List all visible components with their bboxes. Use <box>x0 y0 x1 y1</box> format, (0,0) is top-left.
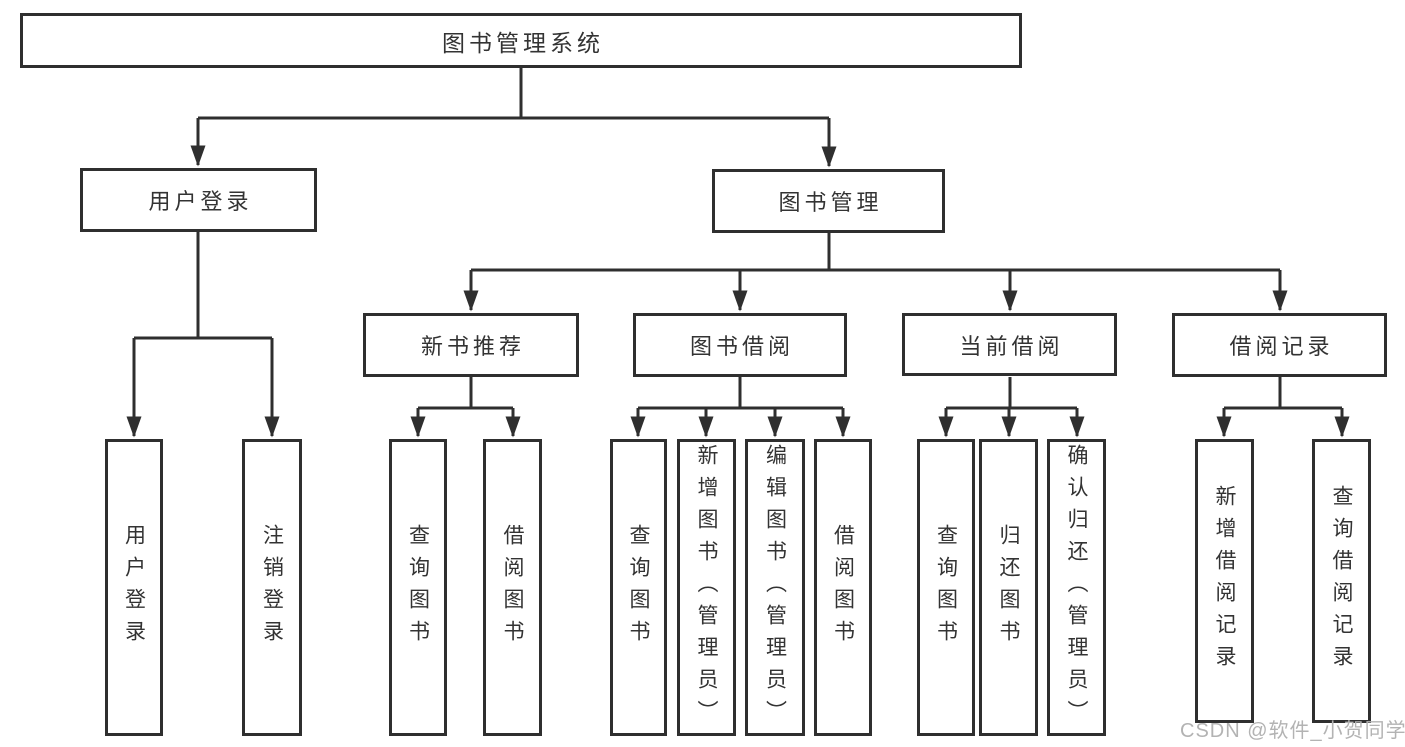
node-library-management-system: 图书管理系统 <box>20 13 1022 68</box>
leaf-edit-books-admin: 编辑图书（管理员） <box>745 439 805 736</box>
leaf-label: 查询借阅记录 <box>1330 485 1353 677</box>
leaf-query-books: 查询图书 <box>610 439 667 736</box>
leaf-return-books: 归还图书 <box>979 439 1038 736</box>
leaf-user-login: 用户登录 <box>105 439 163 736</box>
leaf-label: 查询图书 <box>934 523 958 652</box>
leaf-query-books-recommend: 查询图书 <box>389 439 447 736</box>
leaf-confirm-return-admin: 确认归还（管理员） <box>1047 439 1106 736</box>
leaf-add-books-admin: 新增图书（管理员） <box>677 439 736 736</box>
node-label: 借阅记录 <box>1229 334 1334 359</box>
leaf-label: 新增借阅记录 <box>1213 485 1236 677</box>
node-label: 当前借阅 <box>959 333 1064 359</box>
leaf-add-borrow-record: 新增借阅记录 <box>1195 439 1254 723</box>
node-borrow-records: 借阅记录 <box>1172 313 1387 377</box>
node-label: 图书借阅 <box>689 334 794 359</box>
node-label: 新书推荐 <box>420 334 525 359</box>
leaf-query-books-current: 查询图书 <box>917 439 975 736</box>
leaf-borrow-books: 借阅图书 <box>814 439 872 736</box>
leaf-label: 查询图书 <box>627 523 650 652</box>
node-new-book-recommend: 新书推荐 <box>363 313 579 377</box>
node-book-borrow: 图书借阅 <box>633 313 847 377</box>
leaf-borrow-books-recommend: 借阅图书 <box>483 439 542 736</box>
leaf-query-borrow-record: 查询借阅记录 <box>1312 439 1371 723</box>
node-label: 图书管理系统 <box>442 29 604 56</box>
leaf-label: 归还图书 <box>997 523 1020 652</box>
leaf-label: 借阅图书 <box>501 523 524 652</box>
leaf-label: 新增图书（管理员） <box>695 443 718 732</box>
leaf-label: 用户登录 <box>122 523 146 652</box>
leaf-label: 查询图书 <box>406 523 430 652</box>
node-user-login: 用户登录 <box>80 168 317 232</box>
leaf-label: 编辑图书（管理员） <box>763 443 787 732</box>
leaf-label: 借阅图书 <box>831 523 855 652</box>
node-label: 用户登录 <box>148 189 253 214</box>
node-label: 图书管理 <box>778 190 883 215</box>
csdn-watermark: CSDN @软件_小贺同学 <box>1180 720 1405 742</box>
leaf-logout: 注销登录 <box>242 439 302 736</box>
leaf-label: 确认归还（管理员） <box>1065 443 1088 732</box>
node-book-management: 图书管理 <box>712 169 945 233</box>
node-current-borrow: 当前借阅 <box>902 313 1117 376</box>
leaf-label: 注销登录 <box>260 523 284 652</box>
